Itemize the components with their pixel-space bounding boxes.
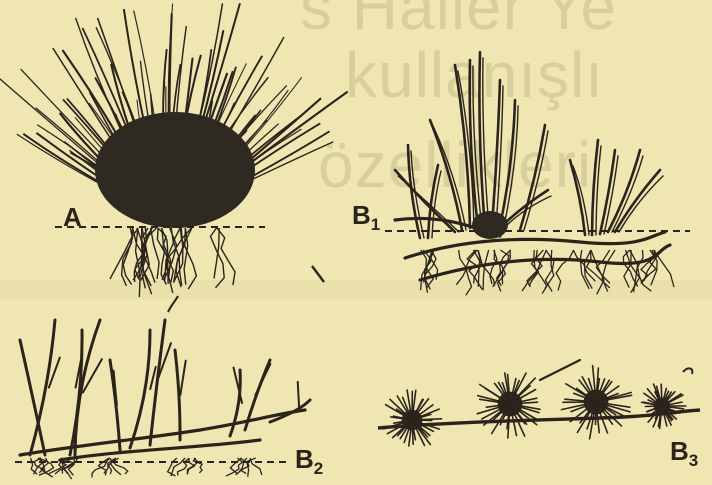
shoot: [230, 370, 240, 436]
leaf-blade: [520, 125, 545, 230]
label-b3-letter: B: [670, 436, 689, 466]
shoot: [130, 330, 150, 448]
root: [92, 458, 109, 478]
label-b1-letter: B: [352, 200, 371, 230]
label-b3-subscript: 3: [689, 451, 698, 470]
rhizome-b1: [395, 218, 670, 280]
label-a: A: [63, 204, 82, 230]
label-b2: B2: [295, 446, 323, 477]
label-b2-letter: B: [295, 444, 314, 474]
runners-b2: [20, 410, 305, 460]
shoot: [175, 350, 180, 440]
leaf-blade: [492, 80, 500, 226]
label-b1-subscript: 1: [371, 215, 380, 234]
rosette-leaf: [661, 384, 662, 406]
shoot: [110, 360, 120, 450]
rosettes-b3: [384, 360, 686, 446]
stray-mark: [683, 368, 692, 374]
root: [250, 458, 262, 475]
leaf-blade: [604, 156, 618, 234]
stray-mark: [312, 266, 324, 282]
root: [226, 458, 243, 476]
label-b2-subscript: 2: [314, 459, 323, 478]
shoot-branch: [255, 364, 270, 395]
stray-leaf: [540, 360, 580, 380]
b1-central-base: [472, 211, 508, 239]
label-b1: B1: [352, 202, 380, 233]
shoot-branch: [150, 367, 156, 389]
tussock-a-dense-core: [95, 112, 255, 228]
label-b3: B3: [670, 438, 698, 469]
shoot: [30, 320, 55, 455]
root: [214, 228, 219, 278]
shoot-branch: [180, 361, 185, 395]
shoot-branch: [298, 382, 300, 411]
leaf-blade: [524, 131, 548, 230]
leaves-b1: [395, 52, 663, 238]
